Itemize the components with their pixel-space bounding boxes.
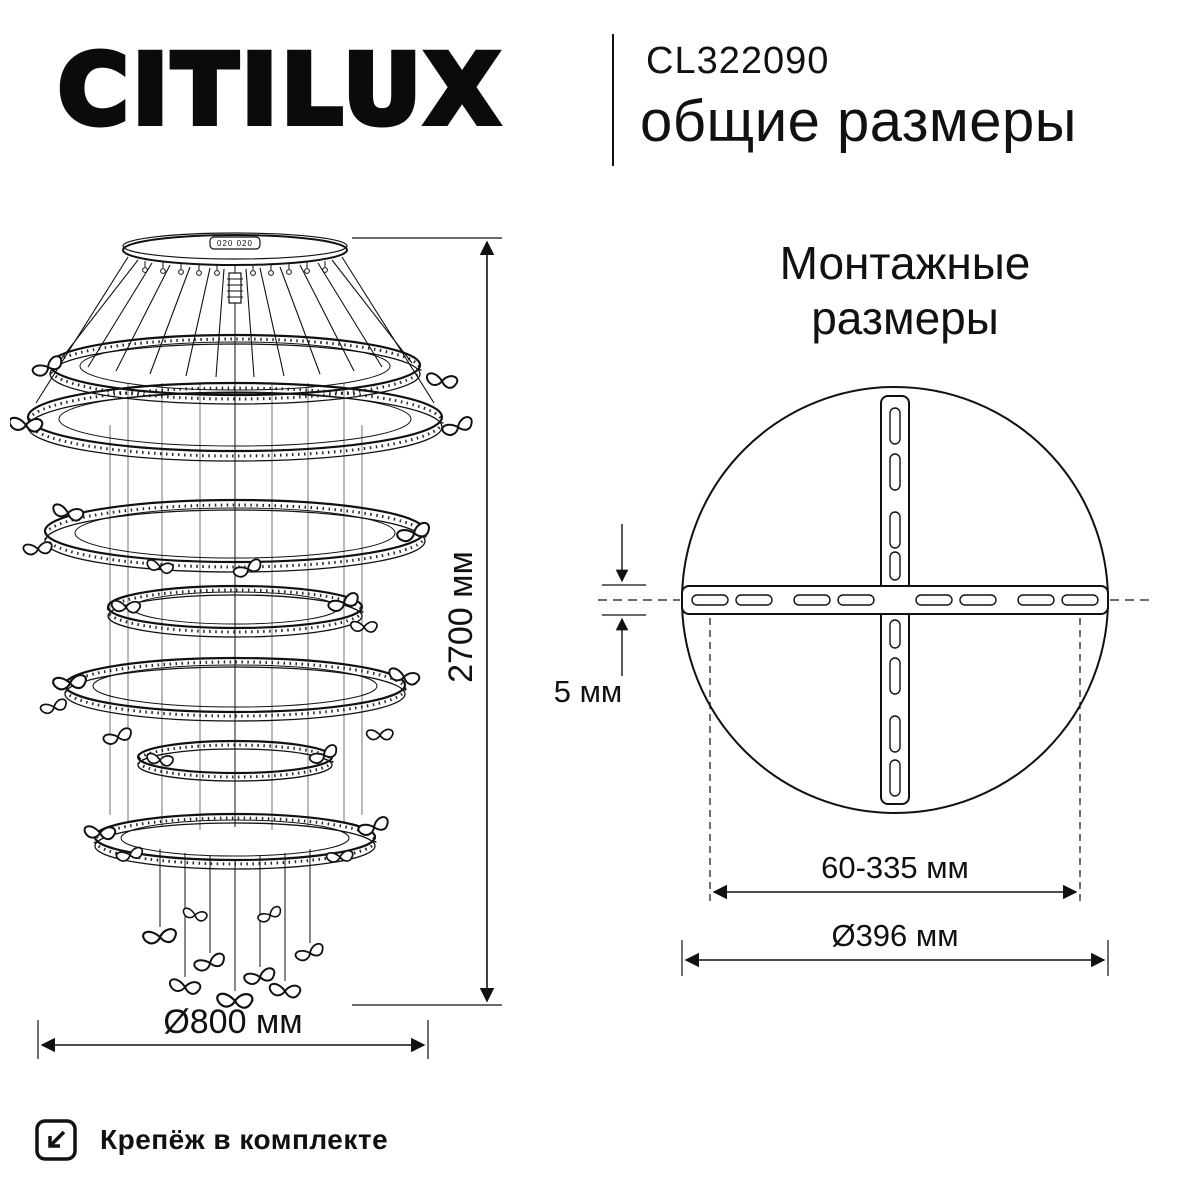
plate-diameter-dimension-label: Ø396 мм — [831, 918, 958, 953]
footer-note: Крепёж в комплекте — [100, 1124, 389, 1155]
fastener-icon — [35, 1119, 77, 1161]
slot-range-dimension-label: 60-335 мм — [821, 850, 969, 885]
model-number: CL322090 — [646, 40, 830, 82]
thickness-dimension-label: 5 мм — [554, 674, 622, 709]
canopy-hooks — [142, 261, 328, 276]
bracket-horizontal-bar — [681, 585, 1109, 615]
height-dimension — [352, 237, 502, 1006]
slot-range-dimension — [709, 618, 1081, 906]
mounting-dimensions-drawing: 5 мм 60-335 мм Ø396 мм — [554, 386, 1152, 976]
diameter-dimension — [37, 1020, 429, 1059]
overall-dimensions-drawing: 020 020 — [10, 232, 502, 1059]
bottom-strands — [159, 849, 311, 991]
canopy — [122, 232, 348, 266]
height-dimension-label: 2700 мм — [442, 551, 480, 683]
suspension-wires — [35, 256, 435, 404]
page-title: общие размеры — [640, 89, 1077, 154]
central-rod — [227, 265, 243, 827]
plate-diameter-dimension — [681, 940, 1109, 976]
footer: Крепёж в комплекте — [34, 1118, 388, 1162]
canopy-marking: 020 020 — [217, 239, 253, 248]
diameter-dimension-label: Ø800 мм — [163, 1003, 302, 1041]
header-divider — [612, 34, 614, 166]
brand-logo: CITILUX — [55, 34, 504, 146]
mounting-title: Монтажные размеры — [779, 237, 1031, 345]
thickness-dimension — [602, 524, 646, 676]
